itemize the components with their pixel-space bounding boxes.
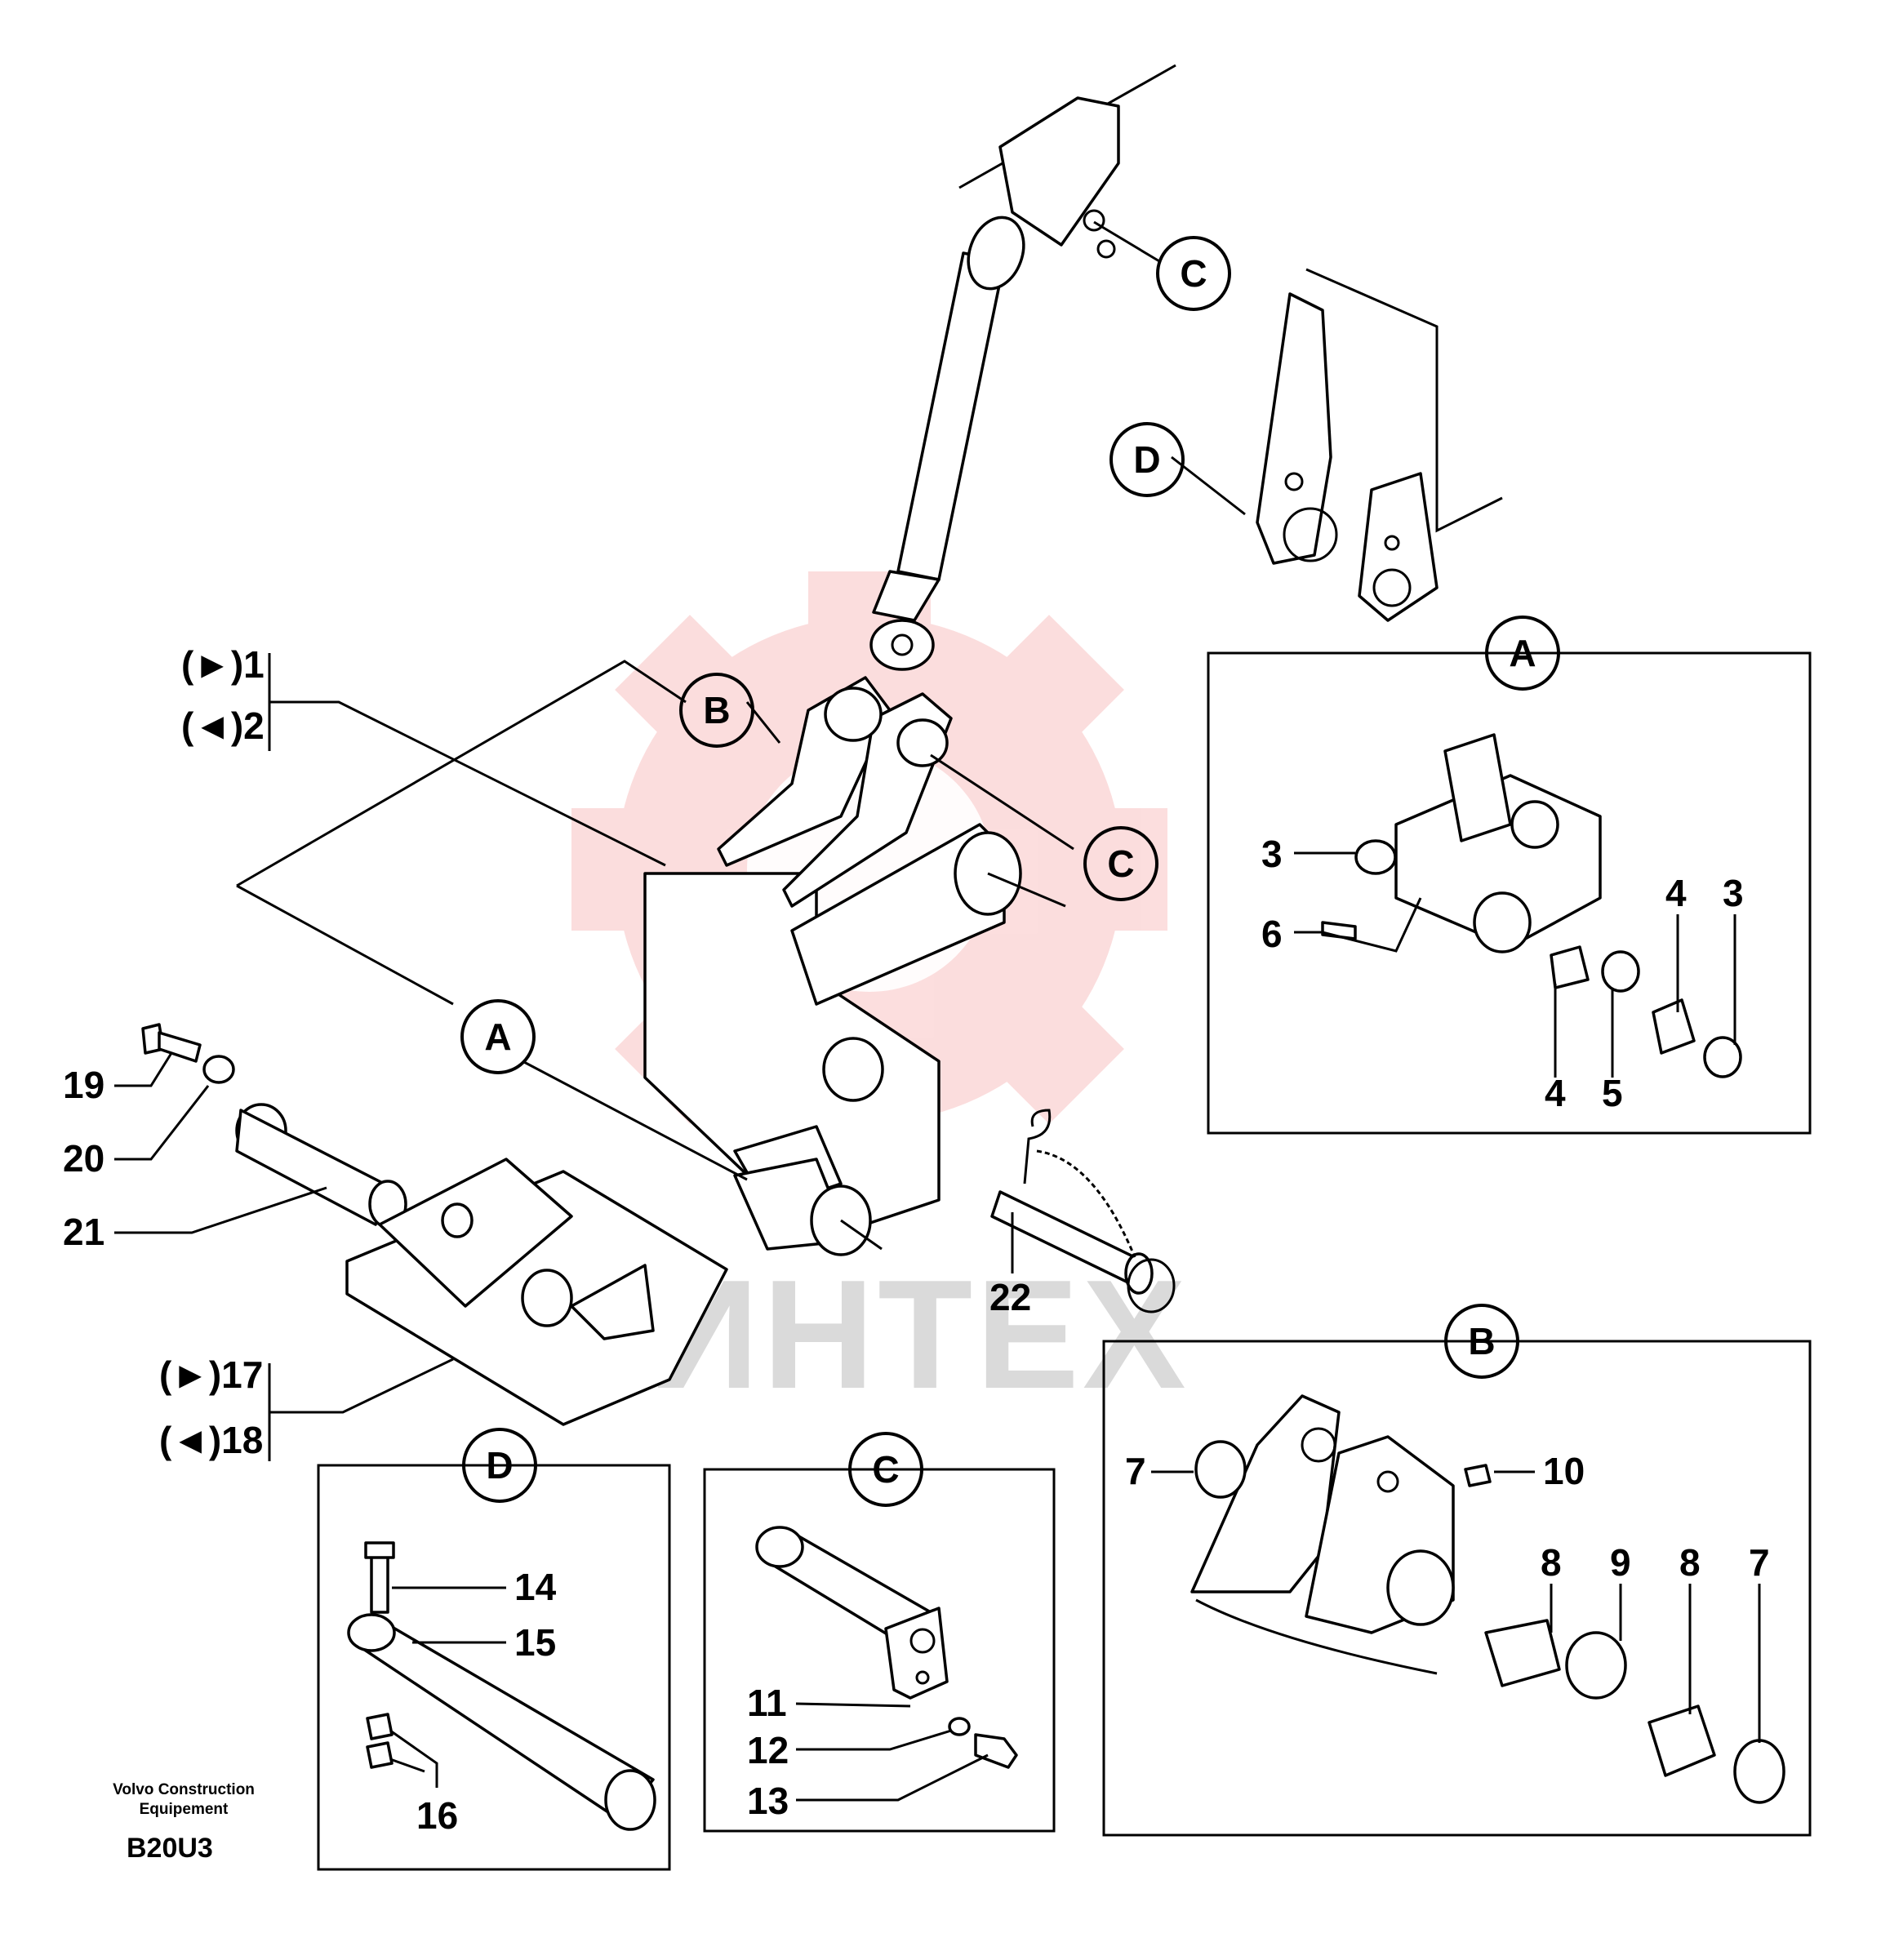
publisher-line1: Volvo Construction xyxy=(113,1781,255,1798)
callout-7a: 7 xyxy=(1125,1450,1146,1492)
callout-3a: 3 xyxy=(1261,833,1283,875)
marker-b-main-label: B xyxy=(703,689,730,731)
marker-b-main: B xyxy=(679,673,754,748)
callout-11: 11 xyxy=(747,1682,787,1724)
detail-a-title: A xyxy=(1509,632,1536,674)
marker-c-top-label: C xyxy=(1180,252,1207,295)
callout-8b: 8 xyxy=(1679,1541,1701,1584)
callout-20: 20 xyxy=(63,1137,104,1180)
swing-pin-21 xyxy=(235,1103,407,1229)
detail-c-title: C xyxy=(872,1448,899,1491)
callout-22: 22 xyxy=(989,1276,1031,1318)
boom-detail-d xyxy=(1256,268,1503,622)
callout-16: 16 xyxy=(416,1794,458,1837)
bushing-8a-icon xyxy=(1484,1619,1561,1687)
leader-21 xyxy=(114,1186,327,1234)
bolt-14-icon xyxy=(370,1549,389,1614)
leader-19 xyxy=(114,1052,173,1087)
marker-c-main-label: C xyxy=(1107,842,1134,885)
leader-20 xyxy=(114,1085,210,1161)
detail-c-panel: C 11 12 13 xyxy=(703,1432,1056,1833)
washer-20 xyxy=(202,1055,235,1084)
outline-a xyxy=(236,660,687,887)
bushing-8b-icon xyxy=(1648,1704,1716,1777)
outline-a2 xyxy=(236,884,454,1006)
mounting-plate xyxy=(345,1158,728,1426)
leader-1-2 xyxy=(269,700,666,867)
shim-5-icon xyxy=(1601,950,1640,993)
seal-7b-icon xyxy=(1733,1739,1785,1804)
seal-3b-icon xyxy=(1703,1036,1742,1078)
callout-2: (◄)2 xyxy=(181,704,265,747)
bushing-4b-icon xyxy=(1652,998,1696,1055)
callout-18: (◄)18 xyxy=(159,1419,263,1461)
nut-16b-icon xyxy=(366,1741,394,1769)
washer-12-icon xyxy=(948,1717,971,1736)
callout-8a: 8 xyxy=(1541,1541,1562,1584)
watermark-text: ИНТЕХ xyxy=(647,1248,1189,1421)
publisher-line2: Equipement xyxy=(140,1801,229,1818)
callout-14: 14 xyxy=(514,1566,557,1608)
callout-13: 13 xyxy=(747,1780,789,1822)
nut-16a-icon xyxy=(366,1713,394,1740)
leader-c xyxy=(930,753,1074,851)
marker-d-main: D xyxy=(1109,422,1185,497)
marker-a-main: A xyxy=(460,999,536,1074)
seal-3a-icon xyxy=(1354,839,1397,875)
leader-a xyxy=(522,1060,748,1181)
callout-17: (►)17 xyxy=(159,1353,263,1396)
detail-d-panel: D 14 15 16 xyxy=(317,1428,671,1871)
callout-4b: 4 xyxy=(1545,1072,1566,1114)
callout-5: 5 xyxy=(1602,1072,1623,1114)
callout-10: 10 xyxy=(1543,1450,1585,1492)
callout-21: 21 xyxy=(63,1211,104,1253)
marker-d-main-label: D xyxy=(1133,438,1160,481)
grease-nipple-10-icon xyxy=(1464,1464,1492,1487)
callout-7b: 7 xyxy=(1749,1541,1770,1584)
leader-c-top xyxy=(1093,220,1160,263)
detail-b-panel: B 7 10 8 9 8 7 xyxy=(1102,1304,1812,1837)
lock-pin-22 xyxy=(990,1109,1176,1313)
marker-c-top: C xyxy=(1156,236,1231,311)
callout-19: 19 xyxy=(63,1064,104,1106)
bolt-19 xyxy=(141,1023,202,1063)
hydraulic-cylinder xyxy=(869,216,1025,671)
leader-17-18 xyxy=(269,1358,454,1414)
callout-1: (►)1 xyxy=(181,643,265,686)
shim-9-icon xyxy=(1565,1631,1627,1700)
callout-12: 12 xyxy=(747,1729,789,1771)
callout-4a: 4 xyxy=(1665,872,1687,914)
callout-15: 15 xyxy=(514,1621,556,1664)
figure-code: B20U3 xyxy=(127,1833,213,1864)
detail-d-title: D xyxy=(486,1444,513,1487)
callout-9: 9 xyxy=(1610,1541,1631,1584)
detail-a-panel: A 3 6 4 3 4 5 xyxy=(1207,616,1812,1135)
callout-6: 6 xyxy=(1261,913,1283,955)
marker-a-main-label: A xyxy=(484,1016,511,1058)
swing-bracket-assembly xyxy=(643,676,1066,1256)
detail-b-title: B xyxy=(1468,1320,1495,1362)
marker-c-main: C xyxy=(1083,826,1158,901)
upper-bracket xyxy=(958,64,1176,259)
bushing-4a-icon xyxy=(1550,945,1590,989)
bolt-13-icon xyxy=(974,1733,1018,1769)
seal-7a-icon xyxy=(1194,1440,1247,1499)
callout-3b: 3 xyxy=(1723,872,1744,914)
